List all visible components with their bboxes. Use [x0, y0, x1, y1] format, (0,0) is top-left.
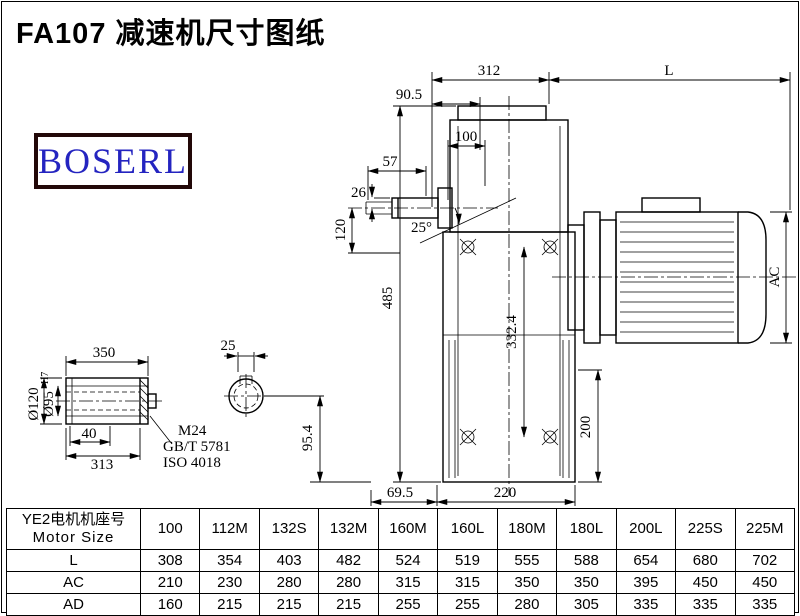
- motor-size-header: YE2电机机座号 Motor Size: [6, 508, 141, 550]
- dim-100-label: 100: [455, 129, 478, 145]
- table-cell: 255: [377, 593, 439, 616]
- shaft-detail-outline: [56, 377, 173, 445]
- dim-313-label: 313: [91, 457, 114, 473]
- col-header: 100: [139, 508, 201, 550]
- dim-26-label: 26: [351, 185, 367, 201]
- note-gbt-5781: GB/T 5781: [163, 439, 231, 455]
- table-cell: 280: [318, 571, 379, 594]
- dim-57-label: 57: [383, 154, 399, 170]
- table-cell: 280: [496, 593, 558, 616]
- dim-angle-label: 25°: [411, 220, 432, 236]
- table-cell: 160: [139, 593, 201, 616]
- dim-69-5-label: 69.5: [387, 485, 413, 501]
- table-cell: 654: [615, 549, 677, 572]
- dim-AC-label: AC: [767, 267, 783, 288]
- dim-dia95-label: Ø95: [41, 391, 57, 417]
- table-cell: 354: [199, 549, 260, 572]
- table-cell: 305: [556, 593, 617, 616]
- motor-outline: [567, 197, 767, 344]
- table-cell: 350: [496, 571, 558, 594]
- motor-size-header-en: Motor Size: [32, 529, 115, 546]
- table-cell: 450: [734, 571, 796, 594]
- col-header: 225S: [675, 508, 736, 550]
- dim-40-label: 40: [82, 426, 97, 442]
- dim-120-label: 120: [333, 219, 349, 242]
- col-header: 180M: [496, 508, 558, 550]
- col-header: 132S: [258, 508, 320, 550]
- brand-logo: BOSERL: [34, 133, 192, 189]
- table-cell: 482: [318, 549, 379, 572]
- table-cell: 215: [258, 593, 320, 616]
- dim-90-5-label: 90.5: [396, 87, 422, 103]
- table-cell: 308: [139, 549, 201, 572]
- motor-fins: [620, 221, 734, 333]
- dim-dia95-tolerance: H7: [40, 372, 51, 384]
- col-header: 160L: [437, 508, 498, 550]
- table-cell: 403: [258, 549, 320, 572]
- row-label: AD: [6, 593, 141, 616]
- table-cell: 519: [437, 549, 498, 572]
- table-cell: 680: [675, 549, 736, 572]
- col-header: 200L: [615, 508, 677, 550]
- dim-312-label: 312: [478, 63, 501, 79]
- table-row-AD: AD 160 215 215 215 255 255 280 305 335 3…: [6, 593, 796, 616]
- main-dimensions: [264, 72, 792, 506]
- table-cell: 215: [318, 593, 379, 616]
- table-row-L: L 308 354 403 482 524 519 555 588 654 68…: [6, 549, 796, 572]
- table-cell: 210: [139, 571, 201, 594]
- note-iso-4018: ISO 4018: [163, 455, 221, 471]
- table-cell: 702: [734, 549, 796, 572]
- note-m24: M24: [178, 423, 207, 439]
- table-row-AC: AC 210 230 280 280 315 315 350 350 395 4…: [6, 571, 796, 594]
- brand-logo-text: BOSERL: [37, 141, 189, 181]
- table-cell: 335: [615, 593, 677, 616]
- table-cell: 450: [675, 571, 736, 594]
- table-cell: 335: [675, 593, 736, 616]
- dim-332-4-label: 332.4: [504, 315, 520, 349]
- table-cell: 524: [377, 549, 439, 572]
- table-cell: 395: [615, 571, 677, 594]
- table-cell: 335: [734, 593, 796, 616]
- dim-350-label: 350: [93, 345, 116, 361]
- dim-220-label: 220: [494, 485, 517, 501]
- table-cell: 315: [377, 571, 439, 594]
- dim-dia120-label: Ø120: [26, 387, 42, 420]
- col-header: 225M: [734, 508, 796, 550]
- row-label: L: [6, 549, 141, 572]
- dim-485-label: 485: [380, 287, 396, 310]
- col-header: 132M: [318, 508, 379, 550]
- dim-200-label: 200: [578, 416, 594, 439]
- dim-L-label: L: [664, 63, 673, 79]
- col-header: 180L: [556, 508, 617, 550]
- table-cell: 280: [258, 571, 320, 594]
- table-cell: 350: [556, 571, 617, 594]
- dim-25-label: 25: [221, 338, 236, 354]
- row-label: AC: [6, 571, 141, 594]
- col-header: 160M: [377, 508, 439, 550]
- page-title: FA107 减速机尺寸图纸: [16, 18, 326, 50]
- table-cell: 230: [199, 571, 260, 594]
- table-cell: 215: [199, 593, 260, 616]
- table-cell: 588: [556, 549, 617, 572]
- flange-bolt-marks: [459, 238, 559, 446]
- motor-size-header-cn: YE2电机机座号: [21, 511, 126, 528]
- dim-95-4-label: 95.4: [300, 424, 316, 451]
- table-header-row: YE2电机机座号 Motor Size 100 112M 132S 132M 1…: [6, 508, 796, 550]
- center-lines: [348, 96, 796, 496]
- col-header: 112M: [199, 508, 260, 550]
- dimension-table: YE2电机机座号 Motor Size 100 112M 132S 132M 1…: [6, 508, 796, 616]
- table-cell: 315: [437, 571, 498, 594]
- angle-annotation: [419, 197, 517, 244]
- table-cell: 555: [496, 549, 558, 572]
- table-cell: 255: [437, 593, 498, 616]
- shaft-end-view: [224, 374, 268, 420]
- shaft-dimensions: [40, 352, 268, 460]
